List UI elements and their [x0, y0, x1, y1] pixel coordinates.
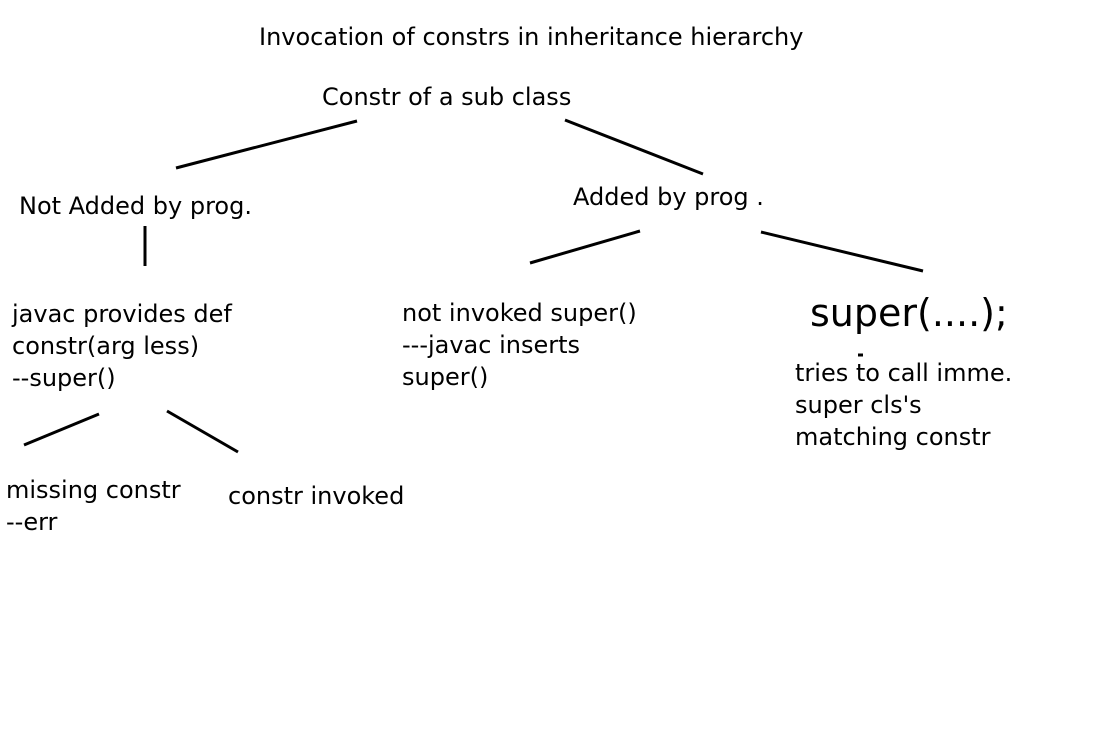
node-not-added: Not Added by prog. — [19, 192, 252, 220]
edge-javac-default-to-missing — [23, 412, 100, 447]
node-tries-call-line1: tries to call imme. — [795, 359, 1013, 387]
edge-added-to-super-call — [760, 230, 924, 273]
node-not-invoked-line1: not invoked super() — [402, 299, 637, 327]
node-not-invoked-line2: ---javac inserts — [402, 331, 581, 359]
node-added: Added by prog . — [573, 183, 764, 211]
edge-root-to-added — [564, 118, 704, 176]
node-javac-default-line1: javac provides def — [12, 300, 232, 328]
node-missing-line1: missing constr — [6, 476, 181, 504]
edge-added-to-not-invoked — [529, 229, 641, 265]
node-javac-default-line3: --super() — [12, 364, 116, 392]
node-missing-line2: --err — [6, 508, 58, 536]
node-tries-call-line2: super cls's — [795, 391, 922, 419]
node-tries-call-line3: matching constr — [795, 423, 991, 451]
edge-javac-default-to-invoked — [166, 409, 239, 454]
diagram-title: Invocation of constrs in inheritance hie… — [259, 23, 804, 51]
edge-root-to-not-added — [175, 119, 358, 170]
node-javac-default-line2: constr(arg less) — [12, 332, 200, 360]
node-super-call: super(....); — [810, 291, 1008, 335]
node-root: Constr of a sub class — [322, 83, 572, 111]
node-invoked: constr invoked — [228, 482, 405, 510]
node-not-invoked-line3: super() — [402, 363, 489, 391]
